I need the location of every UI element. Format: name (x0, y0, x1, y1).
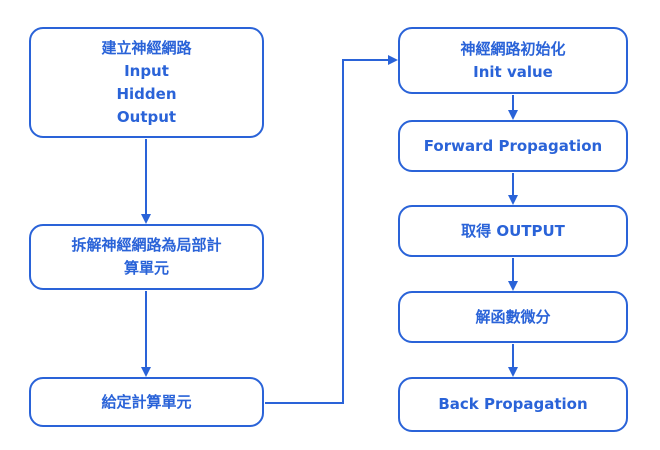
split-network-line-1: 拆解神經網路為局部計 (71, 236, 222, 254)
init-network-value: Init value (473, 62, 553, 81)
given-unit-label: 給定計算單元 (101, 392, 192, 411)
get-output-label: 取得 OUTPUT (461, 221, 565, 240)
differentiate-label: 解函數微分 (475, 307, 551, 326)
arrow-given-to-init (265, 55, 398, 404)
build-network-title: 建立神經網路 (101, 38, 192, 57)
init-network-title: 神經網路初始化 (460, 39, 566, 58)
split-network-line-2: 算單元 (123, 259, 169, 277)
forward-propagation-label: Forward Propagation (423, 136, 603, 155)
given-unit-box: 給定計算單元 (29, 377, 264, 427)
build-network-output: Output (116, 107, 177, 126)
forward-propagation-box: Forward Propagation (398, 120, 628, 172)
differentiate-box: 解函數微分 (398, 291, 628, 343)
split-network-box: 拆解神經網路為局部計 算單元 (29, 224, 264, 290)
back-propagation-label: Back Propagation (438, 395, 588, 413)
build-network-input: Input (124, 61, 169, 80)
build-network-box: 建立神經網路 Input Hidden Output (29, 27, 264, 138)
init-network-box: 神經網路初始化 Init value (398, 27, 628, 94)
get-output-box: 取得 OUTPUT (398, 205, 628, 257)
back-propagation-box: Back Propagation (398, 377, 628, 432)
build-network-hidden: Hidden (116, 84, 177, 103)
